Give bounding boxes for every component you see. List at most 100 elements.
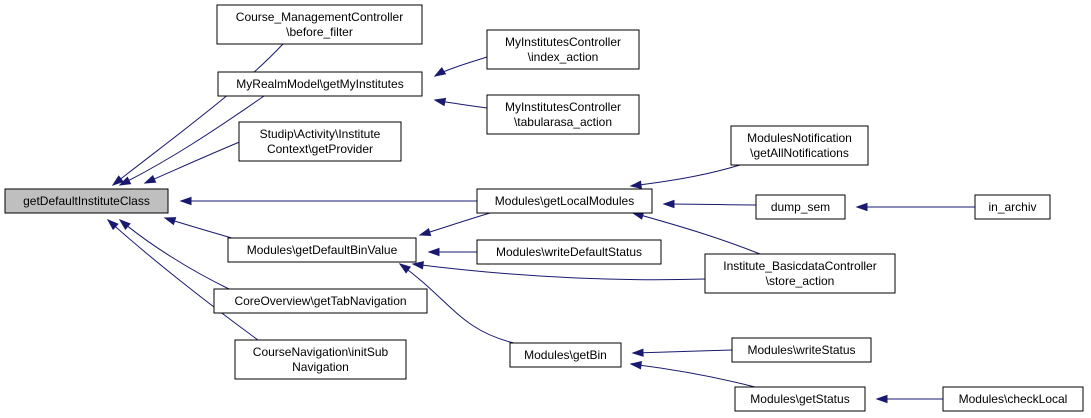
node-label: Modules\getDefaultBinValue bbox=[247, 243, 398, 257]
edge-getLocalModules-to-getDefaultInstituteClass bbox=[179, 196, 477, 206]
edge-getTabNavigation-to-getDefaultInstituteClass bbox=[118, 219, 230, 290]
node-label: Modules\getStatus bbox=[750, 392, 849, 406]
node-label: in_archiv bbox=[988, 200, 1036, 214]
node-box bbox=[974, 194, 1051, 220]
arrowhead-icon bbox=[433, 67, 447, 77]
edge-getLocalModules-to-getDefaultBinValue bbox=[418, 212, 491, 237]
edge-getMyInstitutes-to-getDefaultInstituteClass bbox=[118, 95, 265, 186]
node-box bbox=[730, 125, 869, 166]
node-box bbox=[509, 342, 622, 368]
arrowhead-icon bbox=[111, 175, 124, 186]
edge-initSubNavigation-to-getDefaultInstituteClass bbox=[106, 218, 259, 341]
edge-line bbox=[119, 95, 265, 186]
edge-line bbox=[399, 263, 515, 344]
arrowhead-icon bbox=[179, 196, 192, 206]
node-box bbox=[213, 288, 428, 314]
arrowhead-icon bbox=[163, 217, 177, 226]
node-dump_sem[interactable]: dump_sem bbox=[755, 194, 846, 220]
node-label: Studip\Activity\Institute bbox=[260, 127, 381, 141]
node-label: CoreOverview\getTabNavigation bbox=[234, 294, 406, 308]
node-label: Institute_BasicdataController bbox=[723, 259, 876, 273]
node-label: Modules\writeDefaultStatus bbox=[496, 245, 642, 259]
node-box bbox=[234, 339, 407, 380]
edge-line bbox=[630, 164, 741, 187]
node-index_action[interactable]: MyInstitutesController\index_action bbox=[486, 29, 640, 70]
arrowhead-icon bbox=[427, 247, 440, 257]
node-course_mgmt_before_filter[interactable]: Course_ManagementController\before_filte… bbox=[216, 4, 423, 45]
node-label: \before_filter bbox=[286, 25, 353, 39]
edge-getStatus-to-getBin bbox=[629, 361, 756, 388]
arrowhead-icon bbox=[662, 199, 675, 209]
edge-writeStatus-to-getBin bbox=[631, 348, 733, 357]
node-writeDefaultStatus[interactable]: Modules\writeDefaultStatus bbox=[476, 239, 662, 265]
node-writeStatus[interactable]: Modules\writeStatus bbox=[731, 337, 872, 363]
node-label: \index_action bbox=[528, 50, 599, 64]
node-label: \store_action bbox=[766, 274, 835, 288]
edge-line bbox=[144, 140, 243, 184]
node-box bbox=[4, 188, 169, 214]
node-label: MyRealmModel\getMyInstitutes bbox=[236, 77, 403, 91]
node-box bbox=[734, 386, 866, 412]
nodes-layer: getDefaultInstituteClass Course_Managemen… bbox=[4, 4, 1084, 412]
edge-line bbox=[632, 212, 761, 255]
node-label: dump_sem bbox=[771, 200, 830, 214]
node-getLocalModules[interactable]: Modules\getLocalModules bbox=[476, 188, 653, 214]
arrowhead-icon bbox=[629, 361, 642, 370]
node-box bbox=[486, 94, 640, 135]
node-box bbox=[486, 29, 640, 70]
node-box bbox=[217, 71, 423, 97]
node-label: Navigation bbox=[292, 360, 349, 374]
edge-line bbox=[164, 217, 236, 240]
edge-line bbox=[107, 219, 259, 341]
edge-index_action-to-getMyInstitutes bbox=[433, 56, 488, 77]
node-box bbox=[476, 239, 662, 265]
edge-line bbox=[630, 363, 756, 388]
arrowhead-icon bbox=[118, 176, 132, 186]
edge-writeDefaultStatus-to-getDefaultBinValue bbox=[427, 247, 477, 257]
node-box bbox=[476, 188, 653, 214]
node-label: CourseNavigation\initSub bbox=[253, 345, 389, 359]
edge-course_mgmt_before_filter-to-getDefaultInstituteClass bbox=[111, 43, 284, 186]
node-box bbox=[216, 4, 423, 45]
arrowhead-icon bbox=[629, 180, 642, 189]
arrowhead-icon bbox=[118, 219, 131, 230]
node-box bbox=[238, 121, 402, 162]
node-label: \tabularasa_action bbox=[514, 115, 612, 129]
node-store_action[interactable]: Institute_BasicdataController\store_acti… bbox=[704, 253, 896, 294]
arrowhead-icon bbox=[631, 348, 644, 357]
node-getDefaultBinValue[interactable]: Modules\getDefaultBinValue bbox=[227, 237, 417, 263]
edge-activity_getProvider-to-getDefaultInstituteClass bbox=[143, 140, 243, 184]
node-getBin[interactable]: Modules\getBin bbox=[509, 342, 622, 368]
edge-checkLocal-to-getStatus bbox=[875, 394, 944, 404]
edge-line bbox=[112, 43, 284, 186]
edge-line bbox=[412, 263, 706, 281]
node-label: Modules\getLocalModules bbox=[495, 194, 634, 208]
edge-dump_sem-to-getLocalModules bbox=[662, 199, 757, 209]
node-checkLocal[interactable]: Modules\checkLocal bbox=[942, 386, 1084, 412]
node-activity_getProvider[interactable]: Studip\Activity\InstituteContext\getProv… bbox=[238, 121, 402, 162]
arrowhead-icon bbox=[411, 261, 424, 270]
arrowhead-icon bbox=[398, 263, 412, 274]
edge-tabularasa_action-to-getMyInstitutes bbox=[433, 97, 488, 109]
edge-store_action-to-getDefaultBinValue bbox=[411, 261, 706, 281]
node-getAllNotifications[interactable]: ModulesNotification\getAllNotifications bbox=[730, 125, 869, 166]
arrowhead-icon bbox=[106, 218, 119, 231]
node-getMyInstitutes[interactable]: MyRealmModel\getMyInstitutes bbox=[217, 71, 423, 97]
node-box bbox=[942, 386, 1084, 412]
edge-getDefaultBinValue-to-getDefaultInstituteClass bbox=[163, 217, 236, 240]
node-label: Context\getProvider bbox=[267, 142, 373, 156]
node-box bbox=[704, 253, 896, 294]
node-label: Modules\writeStatus bbox=[747, 343, 855, 357]
node-in_archiv[interactable]: in_archiv bbox=[974, 194, 1051, 220]
node-getDefaultInstituteClass[interactable]: getDefaultInstituteClass bbox=[4, 188, 169, 214]
node-label: ModulesNotification bbox=[747, 131, 852, 145]
node-getTabNavigation[interactable]: CoreOverview\getTabNavigation bbox=[213, 288, 428, 314]
node-label: Modules\getBin bbox=[524, 348, 607, 362]
edge-in_archiv-to-dump_sem bbox=[855, 202, 976, 212]
arrowhead-icon bbox=[433, 97, 447, 107]
node-getStatus[interactable]: Modules\getStatus bbox=[734, 386, 866, 412]
node-label: MyInstitutesController bbox=[505, 35, 621, 49]
node-tabularasa_action[interactable]: MyInstitutesController\tabularasa_action bbox=[486, 94, 640, 135]
